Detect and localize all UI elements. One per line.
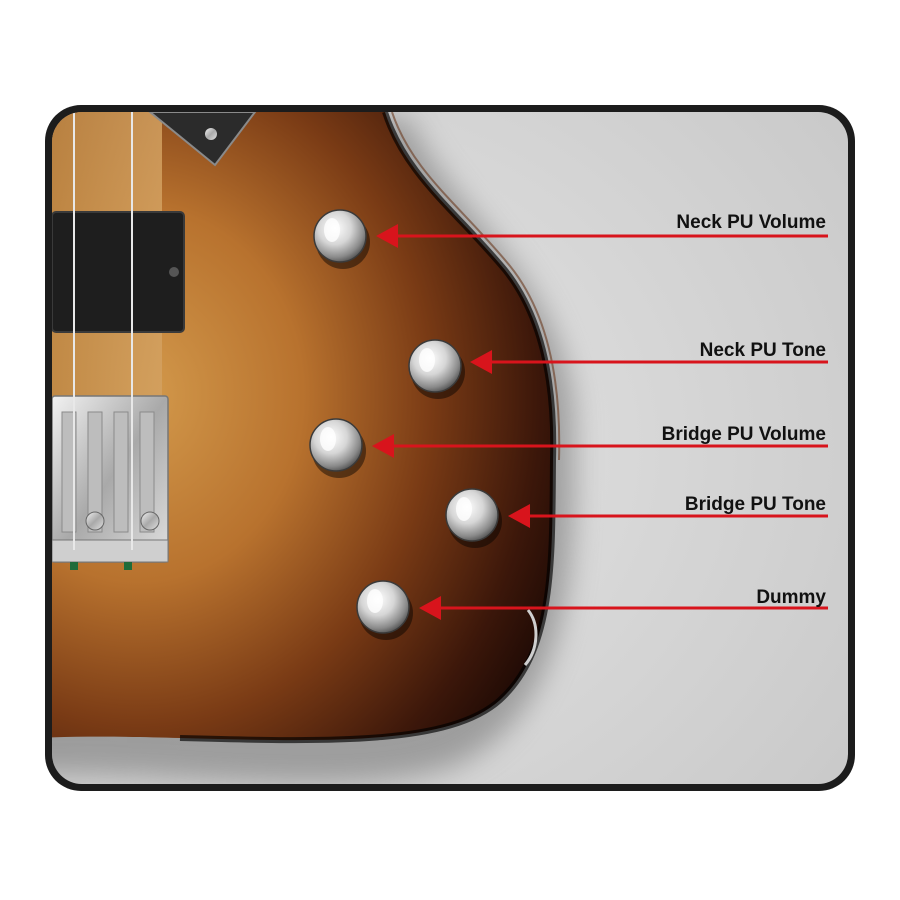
chrome-knob-icon[interactable] xyxy=(446,489,498,541)
callout-label-neck-pu-tone: Neck PU Tone xyxy=(700,340,826,361)
callout-label-bridge-pu-tone: Bridge PU Tone xyxy=(685,494,826,515)
chrome-knob-icon[interactable] xyxy=(310,419,362,471)
knob-highlight xyxy=(419,348,435,372)
knob-highlight xyxy=(320,427,336,451)
callout-label-bridge-pu-volume: Bridge PU Volume xyxy=(662,424,826,445)
knob-highlight xyxy=(456,497,472,521)
knob-highlight xyxy=(367,589,383,613)
chrome-knob-icon[interactable] xyxy=(314,210,366,262)
chrome-knob-icon[interactable] xyxy=(357,581,409,633)
callout-label-neck-pu-volume: Neck PU Volume xyxy=(676,212,826,233)
callout-label-dummy: Dummy xyxy=(756,587,826,608)
knob-highlight xyxy=(324,218,340,242)
chrome-knob-icon[interactable] xyxy=(409,340,461,392)
pickup-icon xyxy=(52,212,184,332)
bridge-icon xyxy=(52,396,168,570)
